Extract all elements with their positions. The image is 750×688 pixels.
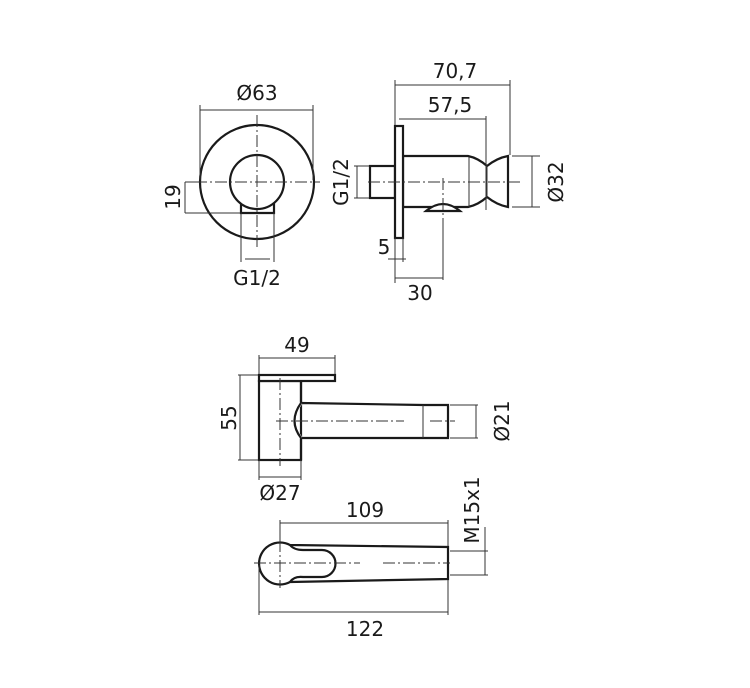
spout-top-view: 109 122 M15x1	[254, 476, 488, 641]
dim-length-70-7: 70,7	[433, 59, 478, 83]
dim-hook-30: 30	[407, 281, 432, 305]
dim-diameter-32: Ø32	[544, 161, 568, 202]
dim-plate-49: 49	[284, 333, 309, 357]
dim-length-57-5: 57,5	[428, 93, 473, 117]
dim-height-55: 55	[217, 405, 241, 430]
dim-diameter-63: Ø63	[236, 81, 277, 105]
side-view: 70,7 57,5 Ø32 G1/2 5 30	[329, 59, 568, 305]
spout-top-body	[258, 541, 450, 586]
spout-side-view: 49 55 Ø21 Ø27	[217, 333, 514, 505]
dim-thread-m15x1: M15x1	[460, 476, 484, 543]
dim-flange-5: 5	[378, 235, 391, 259]
dim-thread-g12-side: G1/2	[329, 158, 353, 206]
spout-mount-plate	[257, 373, 337, 383]
dim-diameter-27: Ø27	[259, 481, 300, 505]
dim-diameter-21: Ø21	[490, 400, 514, 441]
front-view: Ø63 19 G1/2	[161, 81, 320, 290]
dim-thread-g12: G1/2	[233, 266, 281, 290]
dim-offset-19: 19	[161, 184, 185, 209]
dim-length-109: 109	[346, 498, 384, 522]
dim-length-122: 122	[346, 617, 384, 641]
